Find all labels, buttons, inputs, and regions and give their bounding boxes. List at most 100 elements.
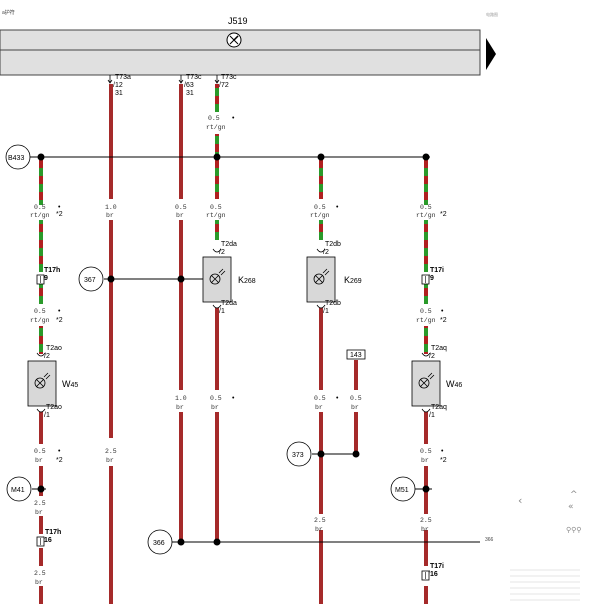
wire-color: br — [211, 404, 219, 411]
wire-color: br — [35, 457, 43, 464]
wire-segment[interactable] — [424, 586, 428, 604]
plug-t17h-9[interactable]: T17h /9 — [36, 267, 60, 285]
ref-367[interactable]: 367 — [78, 266, 104, 292]
ref-label: 366 — [153, 540, 165, 547]
wire-segment[interactable] — [215, 220, 219, 240]
component-body[interactable] — [306, 256, 336, 303]
ref-label: B433 — [8, 155, 24, 162]
ref-label: M41 — [11, 487, 25, 494]
wire-note: *2 — [56, 317, 63, 324]
component-w46[interactable]: T2aq /2 W46 T2aq /1 — [411, 345, 462, 419]
ref-m51[interactable]: M51 — [390, 476, 416, 502]
plug-t17i-9[interactable]: T17i /9 — [421, 267, 444, 285]
ref-373[interactable]: 373 — [286, 441, 312, 467]
wire-segment[interactable] — [319, 530, 323, 604]
component-w45[interactable]: T2ao /2 W45 T2ao /1 — [27, 345, 78, 419]
connector-name: T73a — [115, 74, 131, 81]
bus-lines — [30, 156, 480, 543]
unit-label: J519 — [228, 16, 248, 26]
wire-size: 0.5 — [34, 308, 46, 315]
pin-top-number: /2 — [323, 249, 329, 256]
wire-segment[interactable] — [424, 530, 428, 566]
wire-segment[interactable] — [179, 220, 183, 390]
wire-segment[interactable] — [179, 412, 183, 542]
component-body[interactable] — [202, 256, 232, 303]
connector-name: T73c — [221, 74, 237, 81]
wire-segment[interactable] — [39, 412, 43, 444]
wire-segment[interactable] — [215, 84, 219, 112]
wire-segment[interactable] — [39, 157, 43, 205]
wire-color: rt/gn — [416, 212, 436, 219]
wire-segment[interactable] — [319, 308, 323, 390]
ref-b433[interactable]: B433 — [5, 144, 31, 170]
wire-size: 2.5 — [34, 500, 46, 507]
plug-name: T17i — [430, 563, 444, 570]
wire-segment[interactable] — [424, 284, 428, 304]
wire-color: br — [35, 579, 43, 586]
nav-prev-button[interactable]: « — [568, 502, 574, 512]
wire-spec-labels: 0.5 rt/gn 0.5 rt/gn *2 1.0 br 0.5 br 0.5… — [30, 115, 447, 586]
svg-text:•: • — [336, 204, 339, 211]
wire-size: 0.5 — [34, 204, 46, 211]
wire-size: 2.5 — [34, 570, 46, 577]
header-right-note: 电路图 — [486, 11, 498, 17]
pin-bot-label: T2da — [221, 300, 237, 307]
component-k268[interactable]: T2da /2 K268 T2da /1 — [202, 241, 256, 315]
svg-text:•: • — [441, 308, 444, 315]
wire-segment[interactable] — [424, 220, 428, 272]
wire-segment[interactable] — [215, 412, 219, 542]
wire-segment[interactable] — [319, 412, 323, 514]
wire-size: 0.5 — [420, 308, 432, 315]
component-name: K269 — [344, 275, 362, 285]
page-continue-arrow-icon[interactable] — [486, 38, 496, 70]
pin-top-number: /2 — [44, 353, 50, 360]
pin-top-label: T2aq — [431, 345, 447, 352]
wire-segment[interactable] — [109, 220, 113, 438]
wire-color: br — [35, 509, 43, 516]
plug-t17h-16[interactable]: T17h /16 — [36, 529, 61, 547]
wire-segment[interactable] — [39, 516, 43, 534]
wire-segment[interactable] — [109, 84, 113, 199]
wire-segment[interactable] — [319, 220, 323, 240]
wire-markers: • • • • • • • • • — [58, 115, 444, 455]
ref-366[interactable]: 366 — [147, 529, 173, 555]
wire-segment[interactable] — [354, 360, 358, 390]
wire-size: 2.5 — [420, 517, 432, 524]
wire-segment[interactable] — [354, 412, 358, 454]
wire-segment[interactable] — [109, 466, 113, 604]
component-body[interactable] — [27, 360, 57, 407]
ref-m41[interactable]: M41 — [6, 476, 32, 502]
svg-text:•: • — [232, 395, 235, 402]
wire-segment[interactable] — [215, 134, 219, 199]
component-name: W46 — [446, 379, 462, 389]
legend-block — [510, 569, 580, 601]
wire-segment[interactable] — [39, 220, 43, 272]
wire-color: rt/gn — [206, 212, 226, 219]
wire-segment[interactable] — [215, 308, 219, 390]
component-k269[interactable]: T2db /2 K269 T2db /1 — [306, 241, 362, 315]
wire-segment[interactable] — [39, 586, 43, 604]
pin-top-label: T2da — [221, 241, 237, 248]
wires — [39, 84, 428, 604]
wire-note: *2 — [440, 317, 447, 324]
wire-segment[interactable] — [179, 84, 183, 199]
pin-bot-number: /1 — [429, 412, 435, 419]
component-body[interactable] — [411, 360, 441, 407]
nav-tools-button[interactable]: ⚲⚲⚲ — [566, 526, 582, 534]
wire-size: 0.5 — [350, 395, 362, 402]
wire-segment[interactable] — [39, 284, 43, 304]
plug-t17i-16[interactable]: T17i /16 — [421, 563, 444, 581]
edge-ref-366[interactable]: 366 — [485, 537, 494, 543]
nav-back-button[interactable]: ‹ — [518, 494, 523, 507]
wire-segment[interactable] — [39, 466, 43, 496]
wire-segment[interactable] — [424, 157, 428, 205]
wire-segment[interactable] — [39, 548, 43, 566]
wire-segment[interactable] — [424, 326, 428, 354]
nav-up-button[interactable]: ^ — [570, 490, 578, 500]
connector-143[interactable]: 143 — [346, 349, 366, 360]
connector-143-label: 143 — [350, 352, 362, 359]
wire-segment[interactable] — [424, 412, 428, 444]
junctions — [37, 153, 430, 546]
wire-segment[interactable] — [39, 326, 43, 354]
wire-segment[interactable] — [319, 157, 323, 199]
